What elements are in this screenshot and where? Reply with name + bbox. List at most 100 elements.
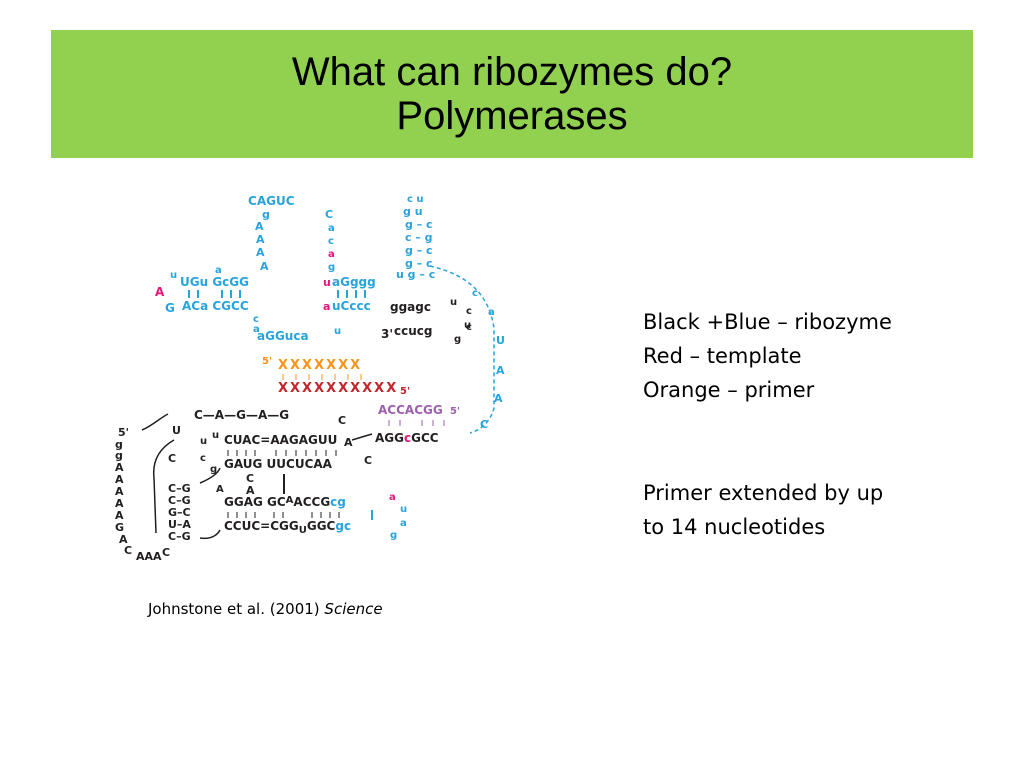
left-arm-u: u (170, 270, 177, 281)
lower-bottom-C: C (364, 454, 372, 467)
right-backbone (429, 265, 495, 434)
left-loop-A1: A (255, 220, 264, 233)
legend-primer: Orange – primer (643, 378, 815, 402)
template-strand: XXXXXXXXXX (278, 381, 398, 396)
stem-row3: G–C (168, 506, 191, 519)
accgcc-strand: AGGcGCC (375, 431, 439, 445)
upper-right-u2: u (334, 326, 341, 337)
hairpin-row4: g – c (405, 244, 433, 257)
mid-tail-a: a (389, 492, 396, 503)
helix-A-left: A (216, 484, 224, 495)
legend-ribozyme: Black +Blue – ribozyme (643, 310, 892, 334)
right-strand-a: a (488, 307, 495, 318)
loop-top: C—A—G—A—G (194, 408, 289, 422)
mid-tail-g: g (390, 530, 397, 541)
left-strand-A2: A (115, 473, 124, 486)
title-bar: What can ribozymes do? Polymerases (51, 30, 973, 158)
mid-top-row: GGAG GCAACCGcg (224, 495, 346, 509)
slide-title-line-1: What can ribozymes do? (291, 50, 733, 94)
loop-u: U (172, 424, 181, 437)
right-strand-c: c (472, 288, 478, 299)
right-loop-c: c (328, 236, 334, 247)
lower-left-loop: aGGuca (257, 329, 309, 343)
upper-right-c3: c (466, 306, 472, 317)
top-loop-text: CAGUC (248, 194, 295, 208)
left-strand-G: G (115, 521, 124, 534)
stem-row5: C–G (168, 530, 191, 543)
citation-authors: Johnstone et al. (2001) (148, 600, 325, 618)
upper-right-u: u (323, 276, 331, 289)
left-arm-top: UGu GcGG (180, 275, 249, 289)
left-backbone-top (141, 413, 169, 431)
note-line-1: Primer extended by up (643, 481, 884, 505)
helix-c: c (200, 453, 206, 464)
left-strand-A3: A (115, 485, 124, 498)
left-loop-g: g (262, 208, 270, 221)
hairpin-loop: c u (407, 194, 424, 205)
left-arm-a2: a (253, 324, 260, 335)
lower-link (351, 433, 373, 441)
lower-bottom-row: GAUG UUCUCAA (224, 457, 333, 471)
left-backbone-inner (152, 439, 175, 534)
mid-tail-a2: a (400, 518, 407, 529)
upper-right-top: aGggg (332, 275, 376, 289)
right-strand-A1: A (496, 364, 505, 377)
primer-strand: XXXXXXX (278, 358, 362, 373)
stem-row1: C–G (168, 482, 191, 495)
left-arm-c: c (253, 314, 259, 325)
primer-5prime: 5' (262, 356, 272, 367)
right-loop-g: g (328, 262, 335, 273)
upper-right-end: ggagc (390, 300, 431, 314)
upper-right-c4: c (466, 322, 472, 333)
left-strand-A5: A (115, 509, 124, 522)
left-strand-A4: A (115, 497, 124, 510)
bottom-loop-C: C (162, 546, 170, 559)
left-strand-A6: A (119, 533, 128, 546)
ribozyme-diagram-svg: CAGUC g A A A A C a c a g u a A UGu GcGG… (115, 194, 505, 563)
left-strand-5prime: 5' (118, 426, 129, 439)
right-strand-C: C (480, 418, 488, 431)
ribozyme-secondary-structure-diagram: CAGUC g A A A A C a c a g u a A UGu GcGG… (100, 178, 540, 578)
three-prime: 3' (381, 327, 393, 341)
mid-tail-u: u (400, 504, 407, 515)
citation: Johnstone et al. (2001) Science (148, 600, 383, 618)
stem-row2: C–G (168, 494, 191, 507)
lower-top-row: CUAC=AAGAGUU (224, 433, 337, 447)
left-strand-g2: g (115, 449, 123, 462)
legend-template: Red – template (643, 344, 802, 368)
purple-strand: ACCACGG (378, 403, 443, 417)
upper-right-g: g (454, 334, 461, 345)
right-loop-a2: a (328, 249, 335, 260)
hairpin-row5: g – c (405, 257, 433, 270)
citation-journal: Science (324, 600, 383, 618)
template-5prime: 5' (400, 386, 410, 397)
helix-g: g (210, 464, 217, 475)
left-strand-C: C (124, 544, 132, 557)
primer-extension-note: Primer extended by up to 14 nucleotides (643, 476, 883, 544)
stem-link-top (199, 467, 221, 484)
left-arm-G: G (165, 301, 175, 315)
left-arm-a: a (215, 265, 222, 276)
upper-right-u3: u (450, 297, 457, 308)
stem-C: C (168, 452, 176, 465)
right-strand-U: U (496, 334, 505, 347)
upper-right-mid: uCccc (332, 299, 371, 313)
lower-top-A: A (344, 436, 353, 449)
left-strand-g1: g (115, 438, 123, 451)
helix-u2: u (212, 430, 219, 441)
left-strand-A1: A (115, 461, 124, 474)
left-arm-bottom: ACa CGCC (182, 299, 249, 313)
hairpin-row6: u g – c (396, 268, 435, 281)
right-strand-A2: A (494, 392, 503, 405)
upper-right-u4: u (464, 320, 471, 331)
right-loop-C: C (325, 208, 333, 221)
hairpin-row3: c – g (405, 231, 433, 244)
helix-u: u (200, 436, 207, 447)
purple-5prime: 5' (450, 406, 460, 417)
bottom-loop: AAA (136, 550, 162, 563)
color-legend: Black +Blue – ribozyme Red – template Or… (643, 305, 892, 407)
right-loop-a1: a (328, 223, 335, 234)
stem-link-bottom (199, 529, 221, 540)
slide-title-line-2: Polymerases (396, 94, 628, 138)
left-loop-A4: A (260, 260, 269, 273)
